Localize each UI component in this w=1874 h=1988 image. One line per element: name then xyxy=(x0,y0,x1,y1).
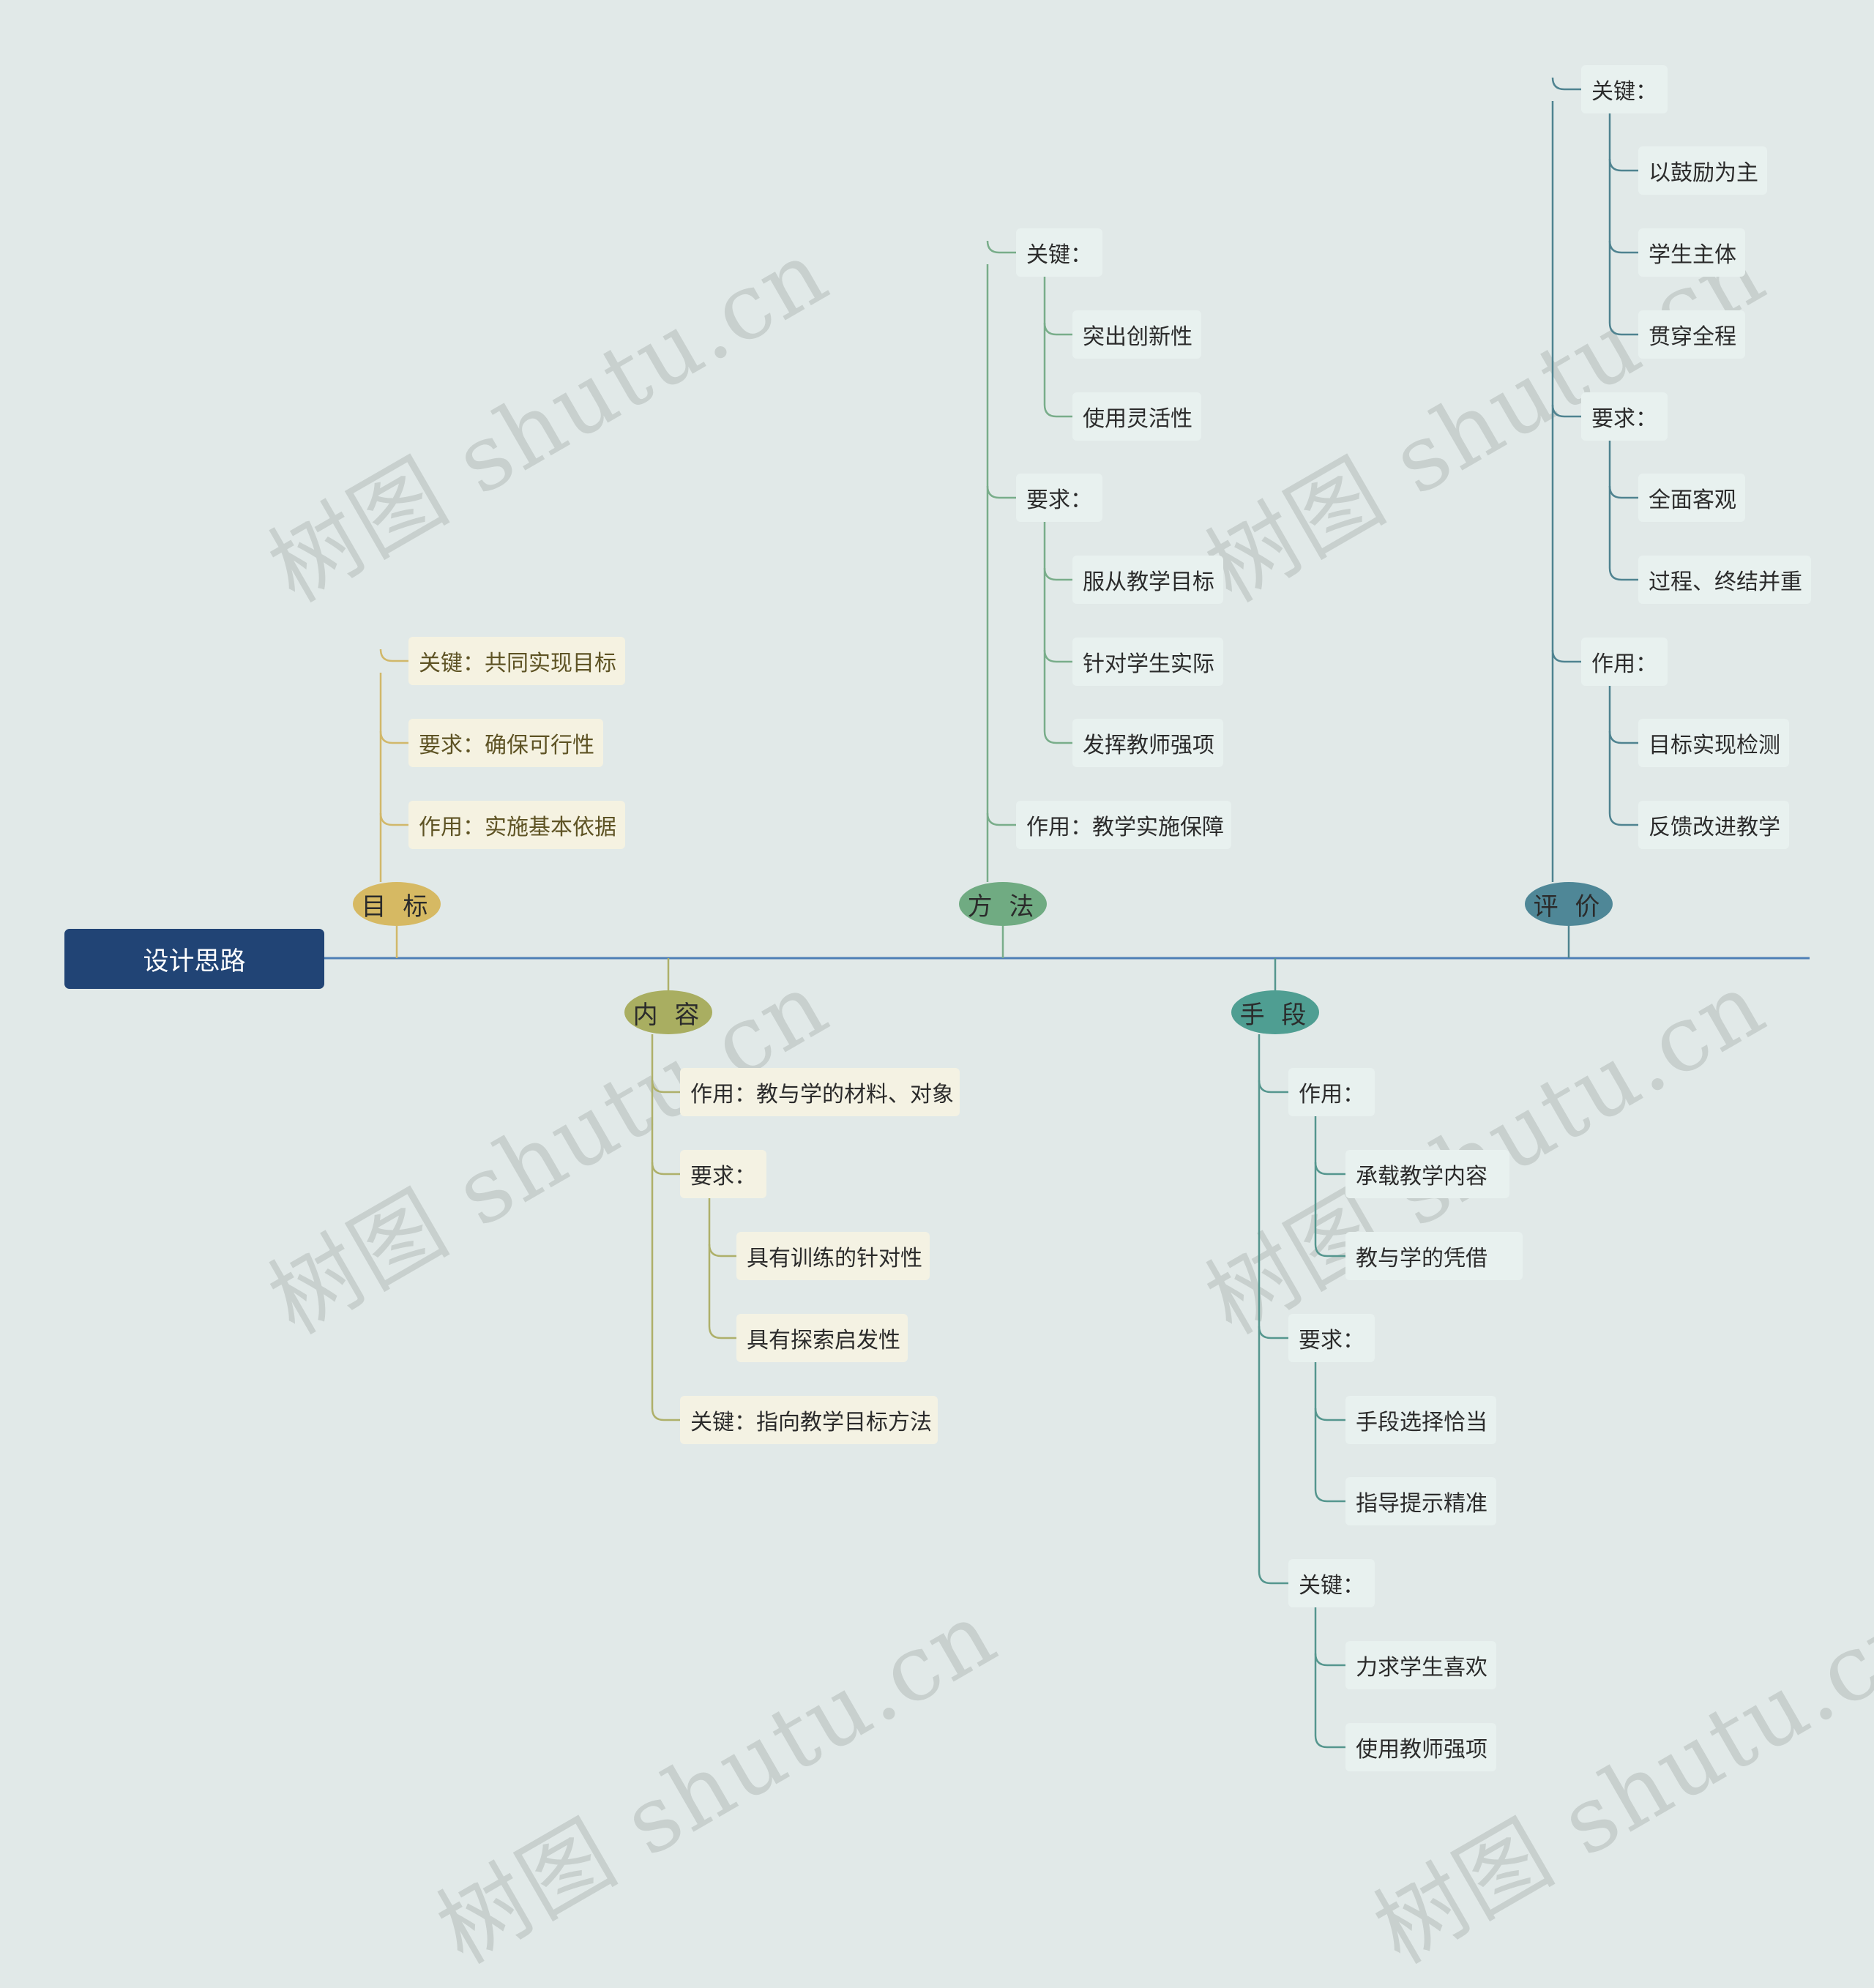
connector-elbow xyxy=(1043,567,1072,581)
connector-elbow xyxy=(1314,1244,1345,1258)
branch-shouduan-item[interactable]: 关键： xyxy=(1288,1559,1375,1607)
connector-elbow xyxy=(1043,322,1072,336)
connector-elbow xyxy=(986,240,1016,254)
connector-elbow xyxy=(1314,1162,1345,1176)
connector-elbow xyxy=(1608,730,1638,744)
connector-elbow xyxy=(1043,649,1072,663)
branch-shouduan-subitem[interactable]: 手段选择恰当 xyxy=(1345,1396,1496,1444)
branch-shouduan-subitem[interactable]: 指导提示精准 xyxy=(1345,1477,1496,1525)
branch-shouduan-item[interactable]: 要求： xyxy=(1288,1314,1375,1362)
branch-neirong-item[interactable]: 作用：教与学的材料、对象 xyxy=(680,1068,960,1116)
connector-elbow xyxy=(651,1408,680,1421)
branch-neirong-item[interactable]: 关键：指向教学目标方法 xyxy=(680,1396,938,1444)
branch-pingjia-item[interactable]: 关键： xyxy=(1581,65,1668,113)
branch-shouduan-subitem[interactable]: 使用教师强项 xyxy=(1345,1723,1496,1771)
connector-lines xyxy=(324,77,1810,1749)
branch-mubiao-item[interactable]: 要求：确保可行性 xyxy=(408,719,603,767)
branch-pingjia-item[interactable]: 要求： xyxy=(1581,392,1668,441)
branch-fangfa-subitem[interactable]: 突出创新性 xyxy=(1072,310,1201,359)
branch-pingjia-item[interactable]: 作用： xyxy=(1581,638,1668,686)
branch-pingjia-subitem[interactable]: 目标实现检测 xyxy=(1638,719,1789,767)
branch-shouduan[interactable]: 手 段 xyxy=(1231,990,1319,1034)
connector-elbow xyxy=(1258,1080,1288,1094)
branch-pingjia-subitem[interactable]: 反馈改进教学 xyxy=(1638,801,1789,849)
branch-neirong-subitem[interactable]: 具有训练的针对性 xyxy=(736,1232,930,1280)
branch-neirong[interactable]: 内 容 xyxy=(624,990,712,1034)
connector-elbow xyxy=(1314,1653,1345,1667)
branch-shouduan-item[interactable]: 作用： xyxy=(1288,1068,1375,1116)
connector-elbow xyxy=(986,812,1016,826)
connector-elbow xyxy=(1258,1326,1288,1339)
branch-shouduan-subitem[interactable]: 力求学生喜欢 xyxy=(1345,1641,1496,1689)
connector-elbow xyxy=(379,649,408,662)
connector-elbow xyxy=(1608,240,1638,254)
branch-mubiao[interactable]: 目 标 xyxy=(353,882,441,926)
branch-pingjia-subitem[interactable]: 以鼓励为主 xyxy=(1638,146,1767,195)
connector-elbow xyxy=(1608,322,1638,336)
root-node[interactable]: 设计思路 xyxy=(64,929,324,989)
connector-elbow xyxy=(1551,649,1581,663)
branch-neirong-subitem[interactable]: 具有探索启发性 xyxy=(736,1314,908,1362)
connector-elbow xyxy=(1314,1735,1345,1749)
connector-elbow xyxy=(1258,1571,1288,1585)
connector-elbow xyxy=(1043,404,1072,418)
connector-elbow xyxy=(651,1080,680,1094)
connector-elbow xyxy=(1608,158,1638,172)
connector-elbow xyxy=(708,1326,736,1339)
branch-shouduan-subitem[interactable]: 承载教学内容 xyxy=(1345,1150,1509,1198)
branch-mubiao-item[interactable]: 作用：实施基本依据 xyxy=(408,801,625,849)
branch-pingjia[interactable]: 评 价 xyxy=(1525,882,1613,926)
branch-fangfa-item[interactable]: 作用：教学实施保障 xyxy=(1016,801,1231,849)
branch-shouduan-subitem[interactable]: 教与学的凭借 xyxy=(1345,1232,1523,1280)
branch-fangfa-subitem[interactable]: 使用灵活性 xyxy=(1072,392,1201,441)
connector-elbow xyxy=(1551,77,1581,91)
connector-elbow xyxy=(1314,1489,1345,1503)
connector-elbow xyxy=(708,1244,736,1258)
connector-elbow xyxy=(1608,812,1638,826)
connector-elbow xyxy=(1551,404,1581,418)
branch-fangfa-subitem[interactable]: 针对学生实际 xyxy=(1072,638,1223,686)
connector-elbow xyxy=(651,1162,680,1176)
connector-elbow xyxy=(1314,1408,1345,1421)
connector-elbow xyxy=(1043,730,1072,744)
branch-pingjia-subitem[interactable]: 全面客观 xyxy=(1638,474,1745,522)
branch-mubiao-item[interactable]: 关键：共同实现目标 xyxy=(408,637,625,685)
branch-fangfa-subitem[interactable]: 服从教学目标 xyxy=(1072,556,1223,604)
connector-elbow xyxy=(379,812,408,826)
branch-pingjia-subitem[interactable]: 学生主体 xyxy=(1638,228,1745,277)
branch-fangfa-subitem[interactable]: 发挥教师强项 xyxy=(1072,719,1223,767)
connector-elbow xyxy=(1608,485,1638,499)
branch-fangfa[interactable]: 方 法 xyxy=(959,882,1047,926)
connector-elbow xyxy=(379,730,408,744)
connector-elbow xyxy=(1608,567,1638,581)
connector-elbow xyxy=(986,485,1016,499)
branch-fangfa-item[interactable]: 要求： xyxy=(1016,474,1102,522)
branch-pingjia-subitem[interactable]: 贯穿全程 xyxy=(1638,310,1745,359)
branch-fangfa-item[interactable]: 关键： xyxy=(1016,228,1102,277)
branch-neirong-item[interactable]: 要求： xyxy=(680,1150,766,1198)
branch-pingjia-subitem[interactable]: 过程、终结并重 xyxy=(1638,556,1811,604)
